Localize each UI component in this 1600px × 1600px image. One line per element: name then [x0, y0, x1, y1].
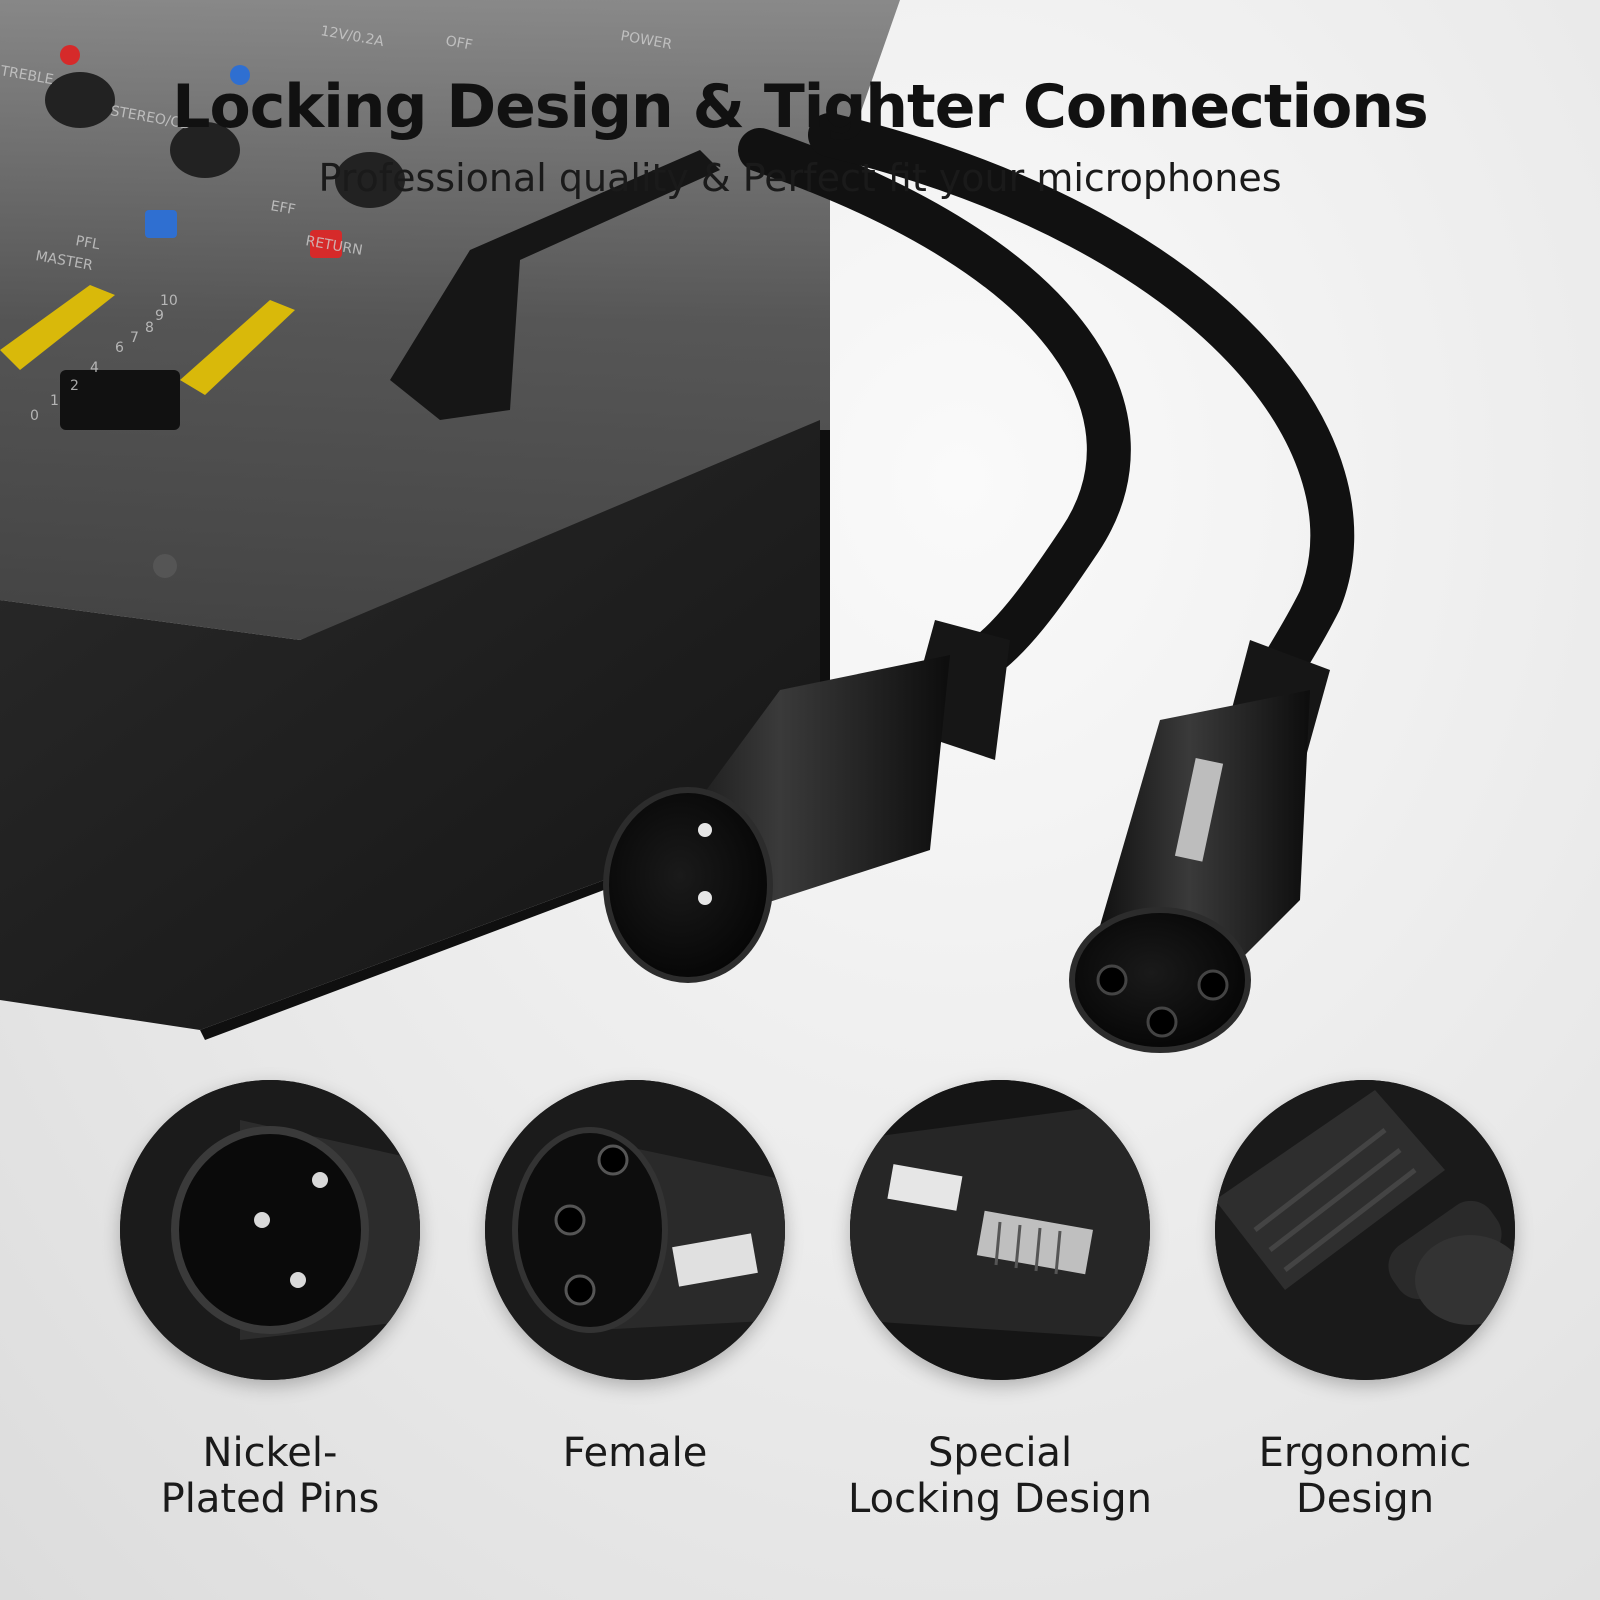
- female-plug-face: [1069, 907, 1251, 1053]
- cable-male: [738, 128, 1131, 682]
- fader-scale-4: 4: [90, 360, 99, 376]
- xlr-male-plug: [603, 620, 1010, 983]
- page-title: Locking Design & Tighter Connections: [172, 72, 1428, 142]
- fader-scale-9: 9: [155, 308, 164, 324]
- fader-knob: [60, 370, 180, 430]
- ergonomic-grip-closeup-icon: [1215, 1080, 1515, 1380]
- male-pin-2: [698, 891, 712, 905]
- mixer-label-eff: EFF: [269, 198, 296, 218]
- fader-scale-7: 7: [130, 330, 139, 346]
- feature-label: Female: [562, 1430, 708, 1476]
- audio-mixer: 12V/0.2A OFF POWER TREBLE STEREO/CD PFL …: [0, 0, 900, 1040]
- fader-scale-8: 8: [145, 320, 154, 336]
- mixer-side-face: [200, 430, 830, 1040]
- knob-3: [335, 152, 405, 208]
- mixer-front-face: [0, 420, 820, 1030]
- xlr-cables: [738, 113, 1355, 702]
- feature-label: Ergonomic Design: [1258, 1430, 1472, 1522]
- fader-track-right: [180, 300, 295, 395]
- female-socket-2: [1197, 969, 1229, 1001]
- fader-scale-6: 6: [115, 340, 124, 356]
- page-subtitle: Professional quality & Perfect fit your …: [318, 156, 1282, 200]
- male-pin-1: [698, 823, 712, 837]
- fader-scale-10: 10: [160, 293, 178, 309]
- feature-label: Nickel- Plated Pins: [160, 1430, 380, 1522]
- male-plug-face: [603, 787, 773, 983]
- mixer-label-pfl: PFL: [74, 233, 101, 253]
- feature-label: Special Locking Design: [848, 1430, 1152, 1522]
- button-red: [310, 230, 342, 258]
- fader-scale-0: 0: [30, 408, 39, 424]
- female-socket-closeup-icon: [485, 1080, 785, 1380]
- mixer-handle: [390, 150, 720, 420]
- feature-list: Nickel- Plated Pins Female: [0, 1080, 1600, 1540]
- fader-track-left: [0, 285, 115, 370]
- fader-scale-2: 2: [70, 378, 79, 394]
- female-socket-3: [1146, 1006, 1178, 1038]
- xlr-female-plug: [1069, 640, 1330, 1053]
- feature-female: Female: [455, 1080, 815, 1540]
- cable-female: [808, 113, 1355, 702]
- button-blue: [145, 210, 177, 238]
- female-socket-1: [1096, 964, 1128, 996]
- locking-latch-closeup-icon: [850, 1080, 1150, 1380]
- mixer-label-off: OFF: [444, 33, 473, 53]
- knob-1: [45, 72, 115, 128]
- feature-nickel-plated-pins: Nickel- Plated Pins: [90, 1080, 450, 1540]
- feature-special-locking-design: Special Locking Design: [820, 1080, 1180, 1540]
- fader-scale-1: 1: [50, 393, 59, 409]
- feature-ergonomic-design: Ergonomic Design: [1185, 1080, 1545, 1540]
- knob-cap-red: [60, 45, 80, 65]
- knob-2: [170, 122, 240, 178]
- screw: [153, 554, 177, 578]
- female-latch: [1174, 757, 1224, 862]
- male-pins-closeup-icon: [120, 1080, 420, 1380]
- knob-cap-blue: [230, 65, 250, 85]
